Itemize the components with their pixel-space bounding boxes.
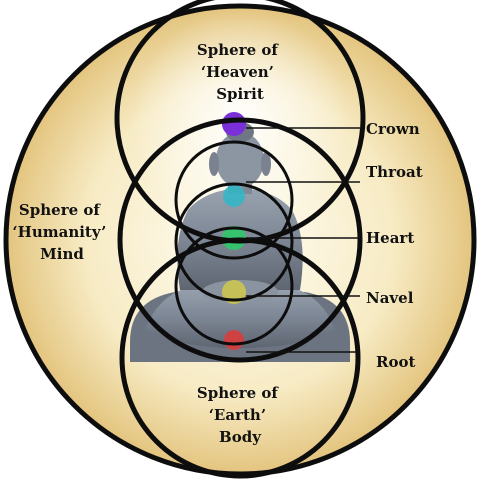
humanity-sphere-label: Sphere of ‘Humanity’ Mind <box>12 201 111 263</box>
heaven-sphere-label: Sphere of ‘Heaven’ Spirit <box>197 41 283 103</box>
upper-inner-ring <box>174 140 294 260</box>
throat-chakra-dot <box>223 185 245 207</box>
humanity-line3: Mind <box>40 245 84 263</box>
heaven-line3: Spirit <box>216 85 264 103</box>
humanity-line2: ‘Humanity’ <box>12 223 106 241</box>
crown-label: Crown <box>366 120 420 138</box>
earth-sphere-ring <box>119 237 361 479</box>
crown-chakra-dot <box>222 112 246 136</box>
lower-inner-ring <box>174 226 294 346</box>
navel-label: Navel <box>366 289 414 307</box>
root-chakra-dot <box>224 330 244 350</box>
middle-inner-ring <box>174 182 294 302</box>
earth-line2: ‘Earth’ <box>209 406 266 424</box>
earth-line1: Sphere of <box>197 384 279 402</box>
heart-label: Heart <box>366 229 414 247</box>
humanity-line1: Sphere of <box>19 201 101 219</box>
humanity-sphere-ring <box>117 117 363 363</box>
earth-sphere-label: Sphere of ‘Earth’ Body <box>197 384 283 446</box>
root-label: Root <box>376 353 415 371</box>
heaven-line2: ‘Heaven’ <box>201 63 274 81</box>
throat-label: Throat <box>366 163 423 181</box>
heaven-line1: Sphere of <box>197 41 279 59</box>
earth-line3: Body <box>219 428 262 446</box>
navel-chakra-dot <box>222 280 246 304</box>
